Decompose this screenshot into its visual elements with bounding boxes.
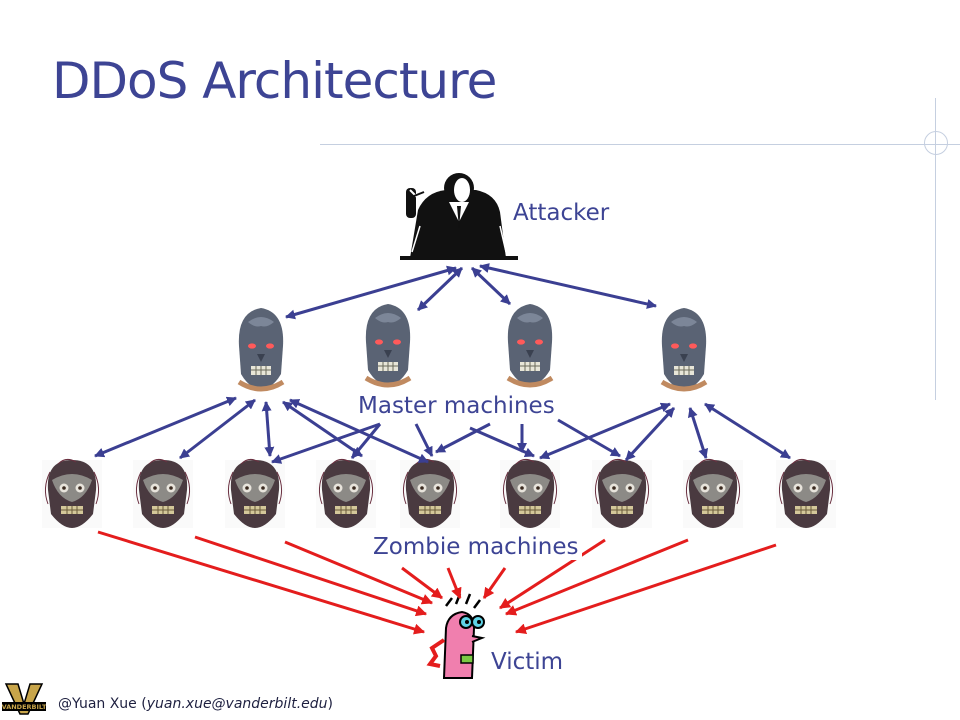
vanderbilt-logo: VANDERBILT xyxy=(2,683,46,715)
control-arrow xyxy=(469,426,535,458)
attack-arrow xyxy=(499,538,606,610)
master-machine xyxy=(366,304,410,386)
attacker-icon xyxy=(400,173,518,260)
vanderbilt-logo-text: VANDERBILT xyxy=(2,703,46,711)
attack-arrow xyxy=(194,535,428,617)
zombie-machine xyxy=(399,458,461,529)
decorative-vertical-line xyxy=(935,98,936,400)
zombie-head-icon xyxy=(499,458,561,529)
control-arrow xyxy=(179,398,256,460)
alien-head-icon xyxy=(366,304,410,386)
zombie-machine xyxy=(591,458,653,529)
zombie-machine xyxy=(499,458,561,529)
victim-label: Victim xyxy=(488,649,567,675)
zombie-machine xyxy=(775,458,837,529)
footer-suffix: ) xyxy=(327,696,333,712)
control-arrow xyxy=(416,266,464,312)
slide-title: DDoS Architecture xyxy=(52,52,497,110)
footer-prefix: @Yuan Xue ( xyxy=(58,696,147,712)
control-arrow xyxy=(470,266,512,306)
control-arrow xyxy=(414,423,434,457)
zombie-head-icon xyxy=(775,458,837,529)
master-machines-label: Master machines xyxy=(355,393,558,419)
control-arrow xyxy=(687,407,709,459)
zombie-machine xyxy=(132,458,194,529)
zombie-machine xyxy=(682,458,744,529)
attack-arrow xyxy=(97,530,426,635)
control-arrow xyxy=(539,402,671,460)
control-arrow xyxy=(285,265,457,320)
zombie-head-icon xyxy=(132,458,194,529)
zombie-machines-label: Zombie machines xyxy=(370,534,582,560)
attack-arrow xyxy=(446,567,462,600)
master-machine xyxy=(508,304,552,386)
master-machine xyxy=(662,308,706,390)
attack-arrow xyxy=(514,543,777,635)
decorative-circle xyxy=(924,131,948,155)
control-arrow xyxy=(624,406,676,462)
control-arrow xyxy=(435,422,491,454)
zombie-machine xyxy=(315,458,377,529)
control-arrow xyxy=(350,423,382,459)
zombie-head-icon xyxy=(682,458,744,529)
attack-arrow xyxy=(482,567,507,599)
zombie-machine xyxy=(224,458,286,529)
master-machine xyxy=(239,308,283,390)
zombie-head-icon xyxy=(591,458,653,529)
alien-head-icon xyxy=(662,308,706,390)
zombie-head-icon xyxy=(224,458,286,529)
attack-arrow xyxy=(284,540,434,605)
control-arrow xyxy=(479,263,657,309)
control-arrow xyxy=(704,402,791,460)
control-arrow xyxy=(271,422,381,464)
decorative-horizontal-line xyxy=(320,144,960,145)
alien-head-icon xyxy=(239,308,283,390)
zombie-head-icon xyxy=(41,458,103,529)
alien-head-icon xyxy=(508,304,552,386)
control-arrow xyxy=(94,396,237,458)
zombie-machine xyxy=(41,458,103,529)
cartoon-victim-icon xyxy=(426,593,486,679)
attacker-label: Attacker xyxy=(510,200,613,226)
control-arrow xyxy=(261,401,275,457)
zombie-head-icon xyxy=(399,458,461,529)
zombie-head-icon xyxy=(315,458,377,529)
footer-email: yuan.xue@vanderbilt.edu xyxy=(146,696,328,712)
attack-arrow xyxy=(401,566,443,600)
control-arrow xyxy=(282,400,363,458)
footer-credit: @Yuan Xue (yuan.xue@vanderbilt.edu) xyxy=(58,696,333,712)
attack-arrow xyxy=(504,538,689,616)
